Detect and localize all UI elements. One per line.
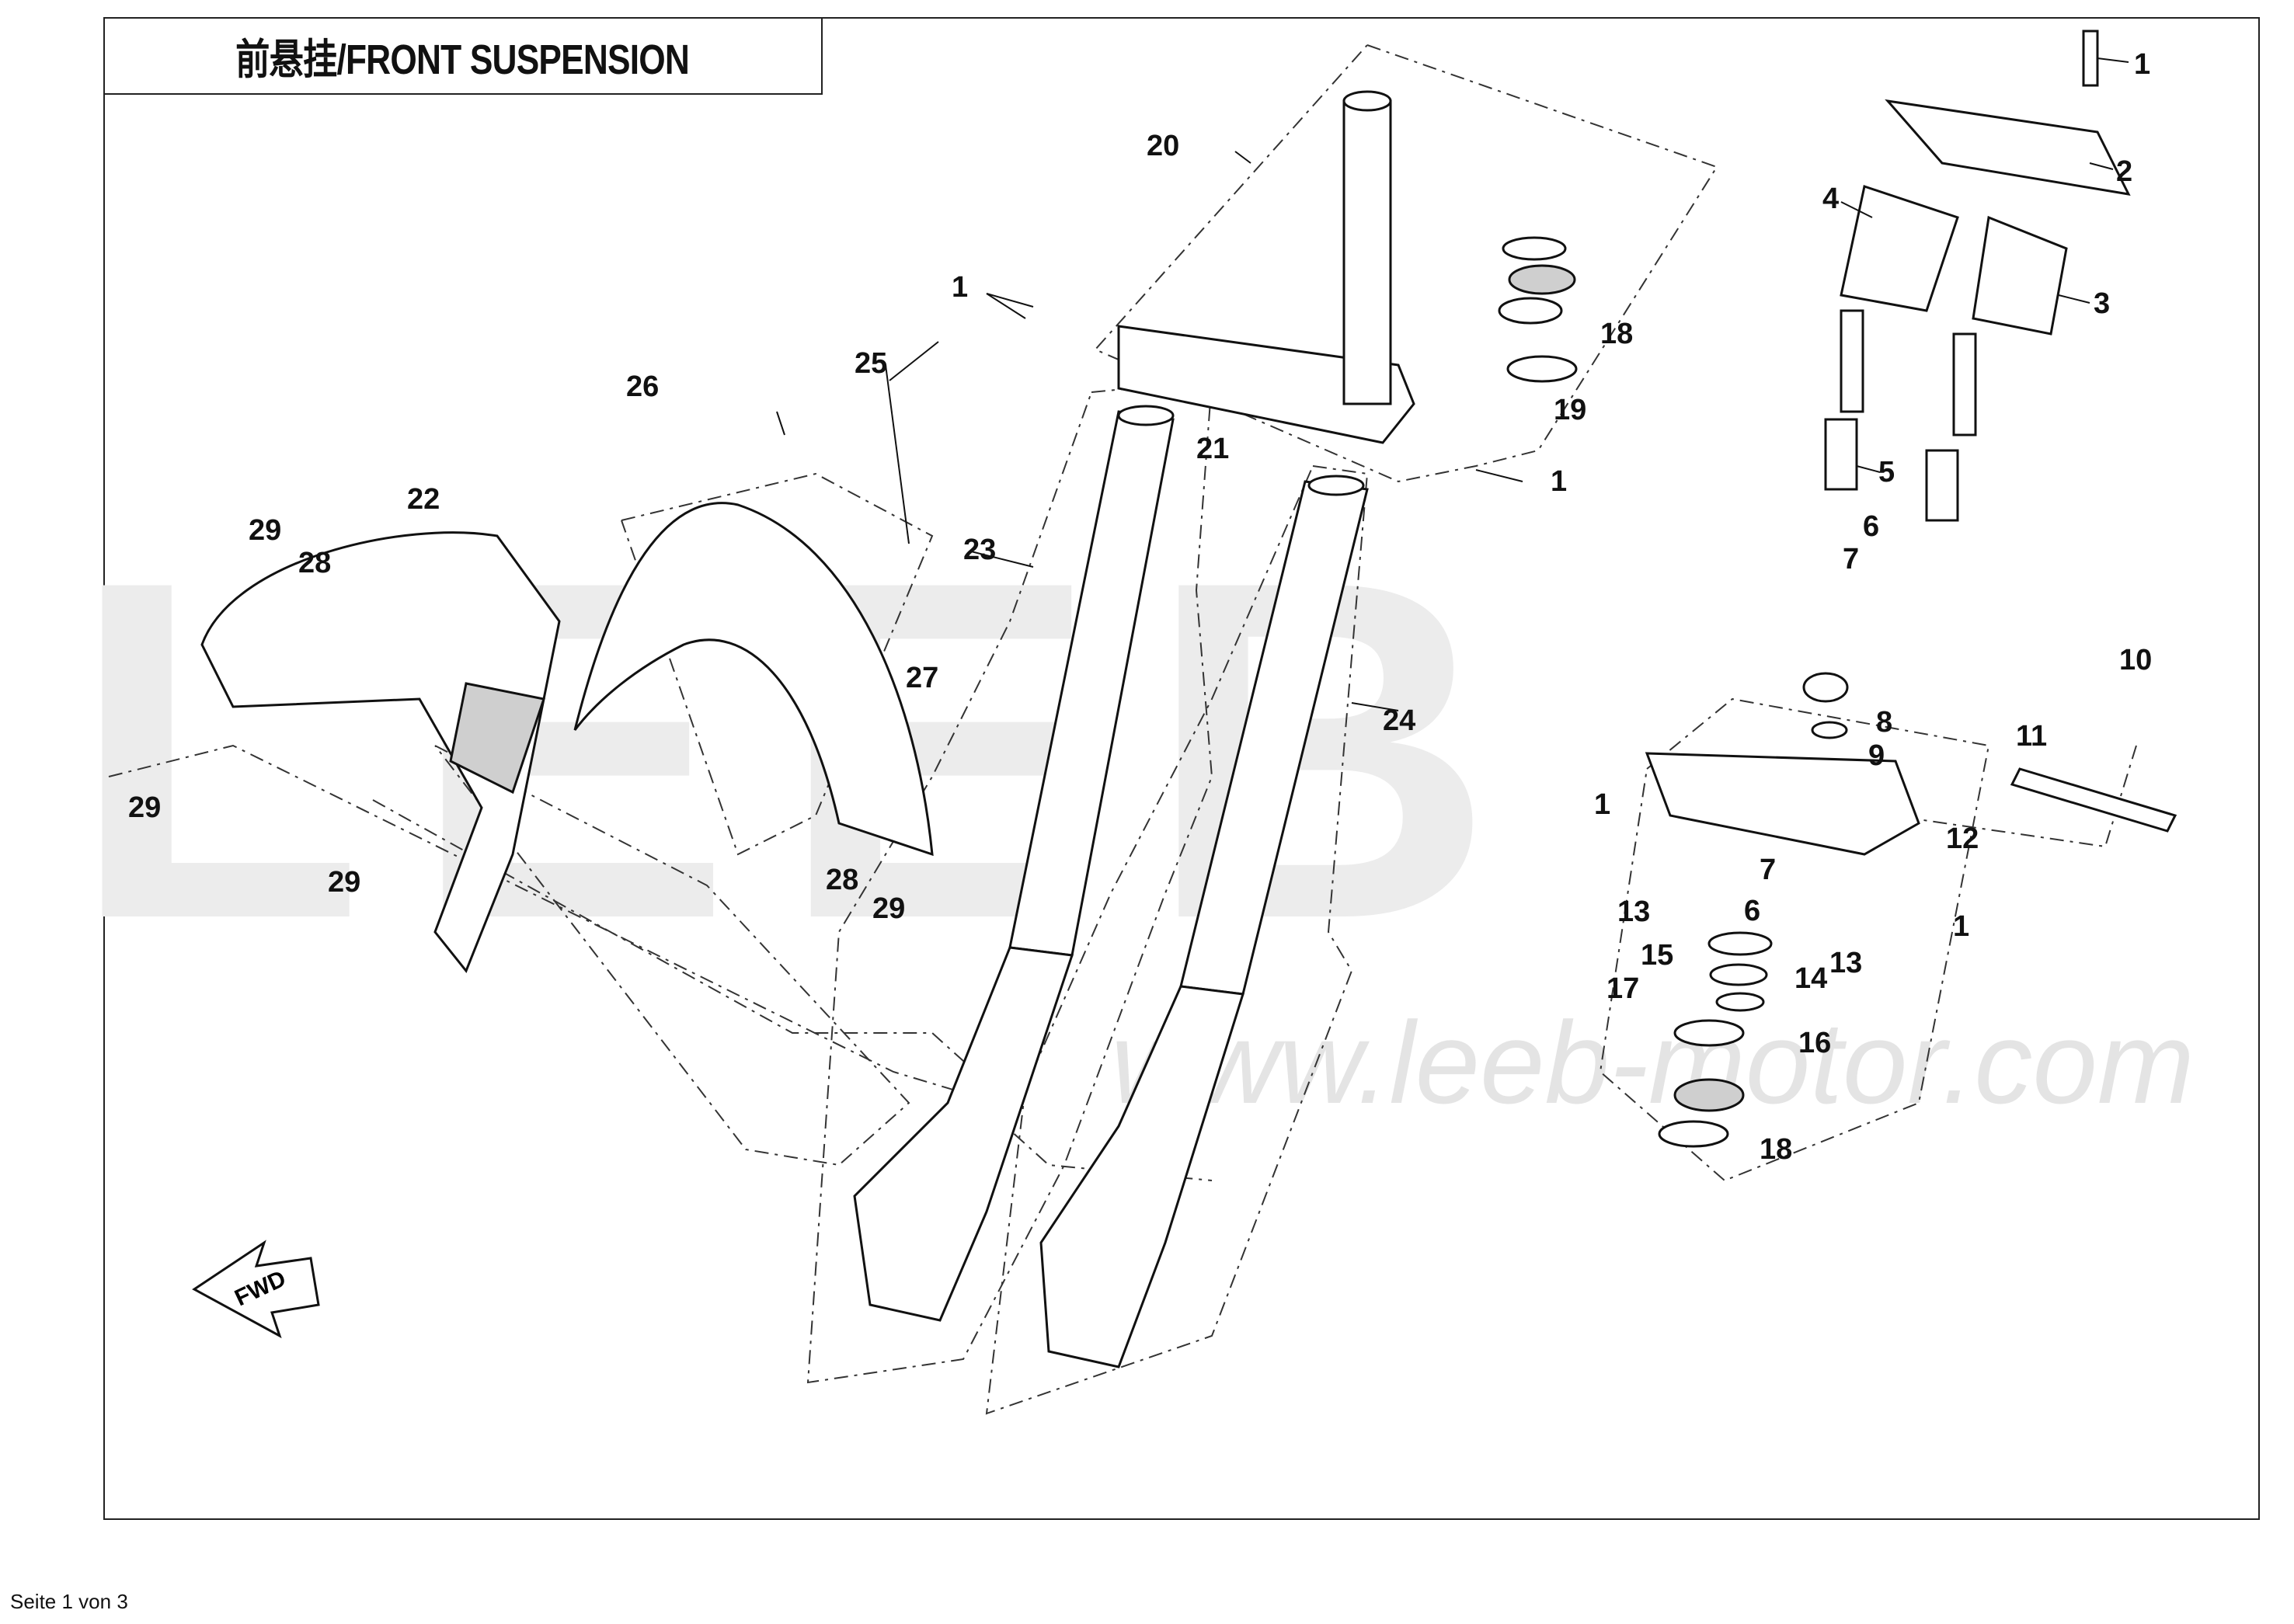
callout-11: 11 [2016,720,2047,753]
front-fender-inner [573,502,934,857]
callout-6: 6 [1863,510,1879,543]
callout-13: 13 [1829,947,1862,979]
callout-18: 18 [1760,1133,1792,1166]
callout-17: 17 [1606,972,1639,1005]
upper-triple-clamp [1117,90,1415,444]
title-box: 前悬挂/FRONT SUSPENSION [103,17,823,95]
callout-7: 7 [1843,543,1859,576]
callout-27: 27 [906,662,938,694]
fork-leg-left [853,405,1175,1322]
callout-29: 29 [328,866,360,899]
callout-29: 29 [249,514,281,547]
callout-15: 15 [1641,939,1673,972]
callout-1: 1 [1594,788,1610,821]
callout-26: 26 [626,370,659,403]
lower-triple-clamp [1645,672,2177,1148]
callout-1: 1 [2134,48,2150,81]
page-footer: Seite 1 von 3 [10,1590,128,1613]
callout-7: 7 [1760,854,1776,886]
callout-29: 29 [128,791,161,824]
callout-5: 5 [1878,456,1895,489]
callout-12: 12 [1946,822,1979,855]
callout-18: 18 [1600,318,1633,350]
callout-2: 2 [2116,155,2132,188]
callouts: 1 1 1 1 1 2 3 4 5 6 6 7 7 8 9 10 11 12 1… [128,48,2152,1166]
steering-bearing-upper [1498,236,1578,383]
callout-1: 1 [1551,465,1567,498]
callout-28: 28 [826,864,858,896]
callout-29: 29 [872,892,905,925]
callout-1: 1 [952,271,968,304]
forward-direction-arrow: FWD [192,1240,320,1339]
callout-24: 24 [1383,704,1415,737]
callout-16: 16 [1798,1027,1831,1059]
fork-leg-right [1039,475,1369,1368]
callout-13: 13 [1617,895,1650,928]
page-title: 前悬挂/FRONT SUSPENSION [235,36,690,83]
callout-8: 8 [1876,706,1892,739]
callout-22: 22 [407,483,440,516]
callout-6: 6 [1744,895,1760,927]
callout-21: 21 [1196,433,1229,465]
callout-4: 4 [1822,183,1839,215]
callout-3: 3 [2094,287,2110,320]
callout-23: 23 [963,534,996,566]
front-fender-outer [200,531,561,973]
leader-lines [776,57,2129,711]
callout-25: 25 [855,347,887,380]
watermark-url: www.leeb-motor.com [1111,997,2195,1128]
diagram-frame [103,17,2260,1520]
callout-1: 1 [1953,910,1969,943]
callout-19: 19 [1554,394,1586,426]
callout-20: 20 [1147,130,1179,162]
callout-9: 9 [1868,739,1885,772]
callout-10: 10 [2119,644,2152,676]
callout-28: 28 [298,547,331,579]
callout-14: 14 [1794,962,1827,995]
handlebar-risers [1824,30,2131,522]
